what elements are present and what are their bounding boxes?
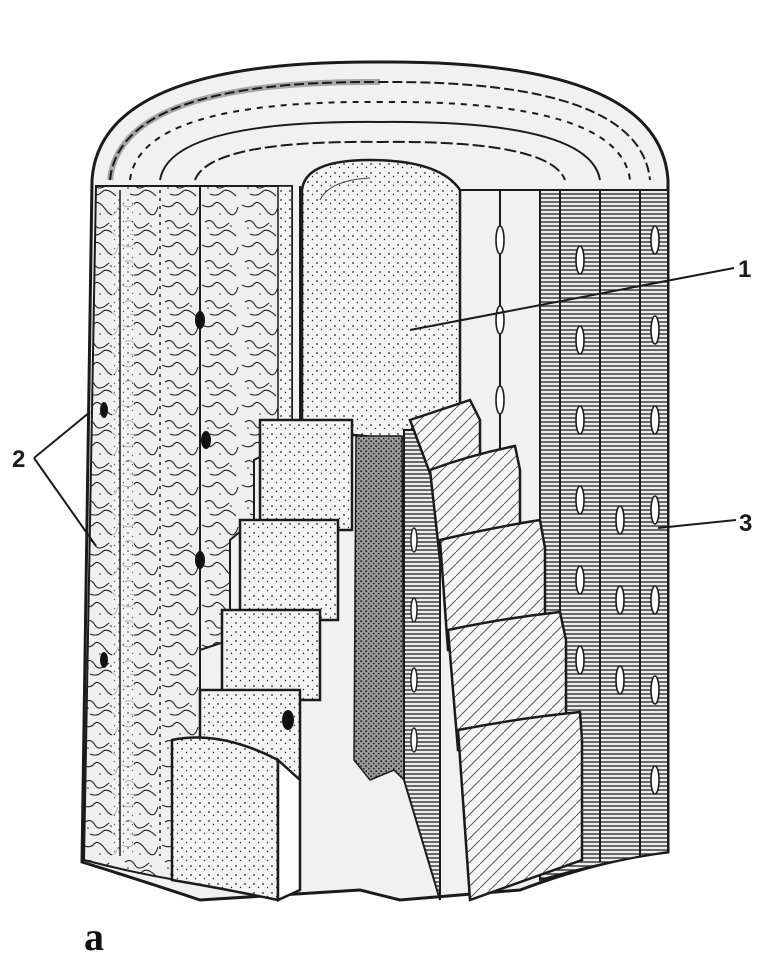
leader-line-3 — [658, 520, 736, 528]
central-canal-column — [302, 160, 460, 440]
central-cleft — [354, 436, 404, 780]
callout-label-2: 2 — [12, 448, 25, 472]
panel-letter: a — [84, 917, 104, 957]
leader-line-2a — [34, 412, 90, 458]
callout-label-1: 1 — [738, 258, 751, 282]
callout-label-3: 3 — [739, 512, 752, 536]
